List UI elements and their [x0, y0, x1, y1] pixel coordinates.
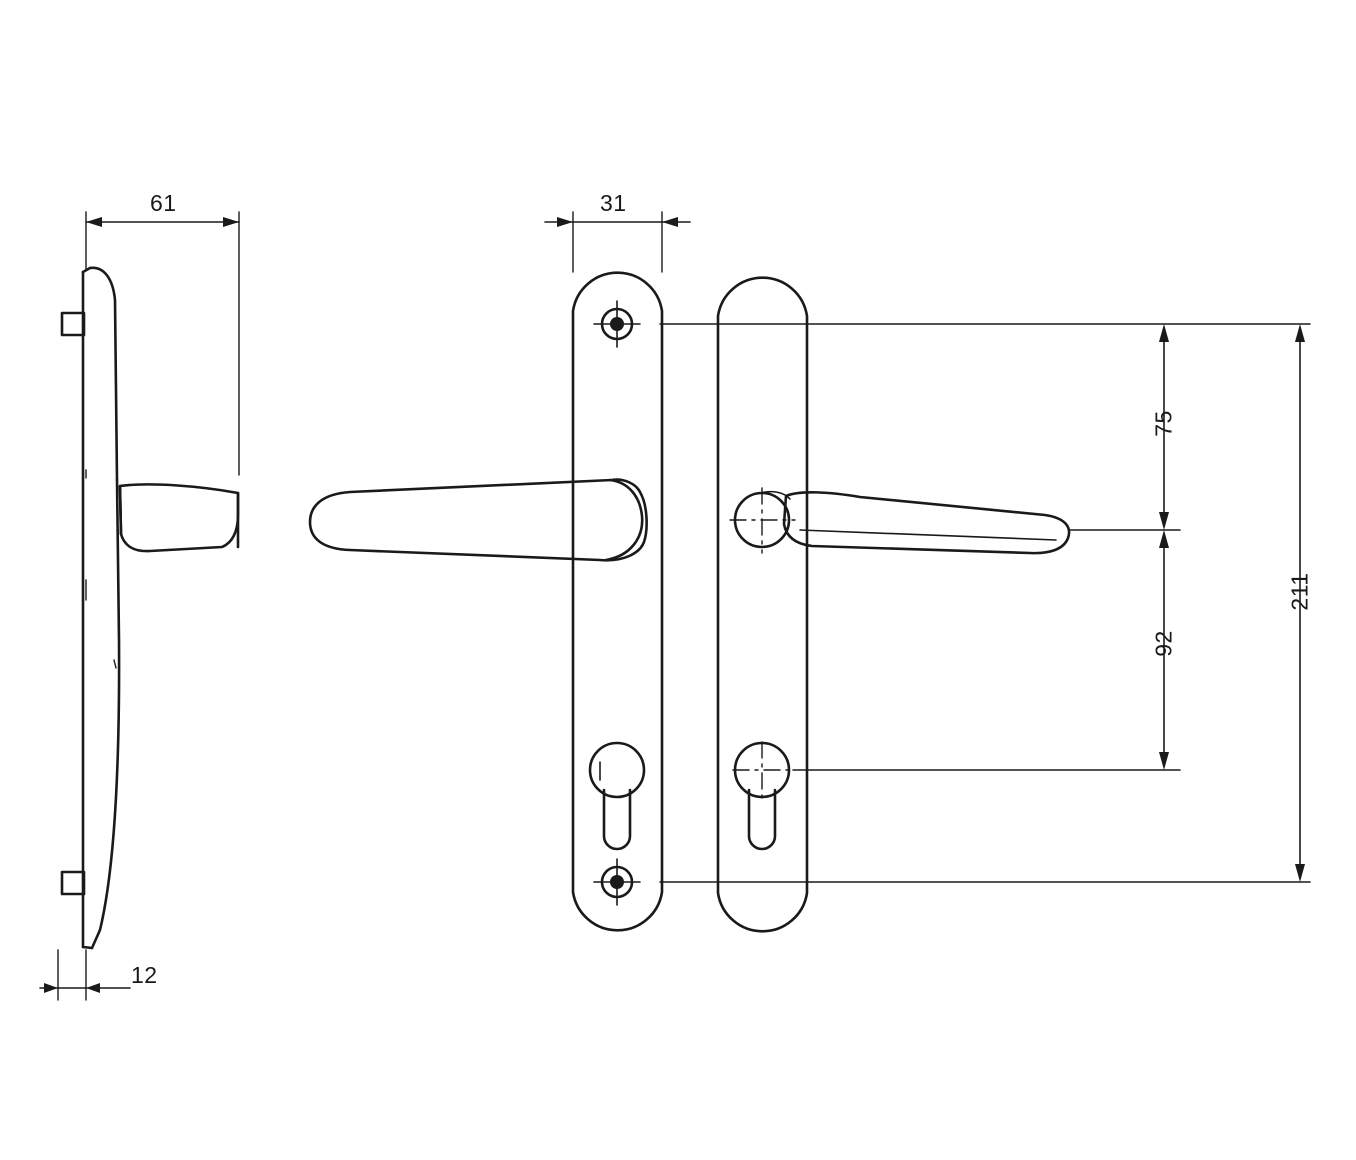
dimension-label-plate-width-61: 61	[150, 190, 177, 216]
dimension-label-plate-width-31: 31	[600, 190, 627, 216]
dimension-label-centre-distance-92: 92	[1150, 630, 1177, 657]
rear-backplate-view	[659, 276, 1311, 933]
dimension-label-overall-length-211: 211	[1286, 572, 1313, 611]
dimension-label-plate-thickness-12: 12	[131, 962, 158, 988]
dimension-label-handle-to-screw-75: 75	[1150, 410, 1177, 437]
side-profile-view	[39, 211, 240, 1001]
front-backplate-view	[308, 211, 691, 932]
